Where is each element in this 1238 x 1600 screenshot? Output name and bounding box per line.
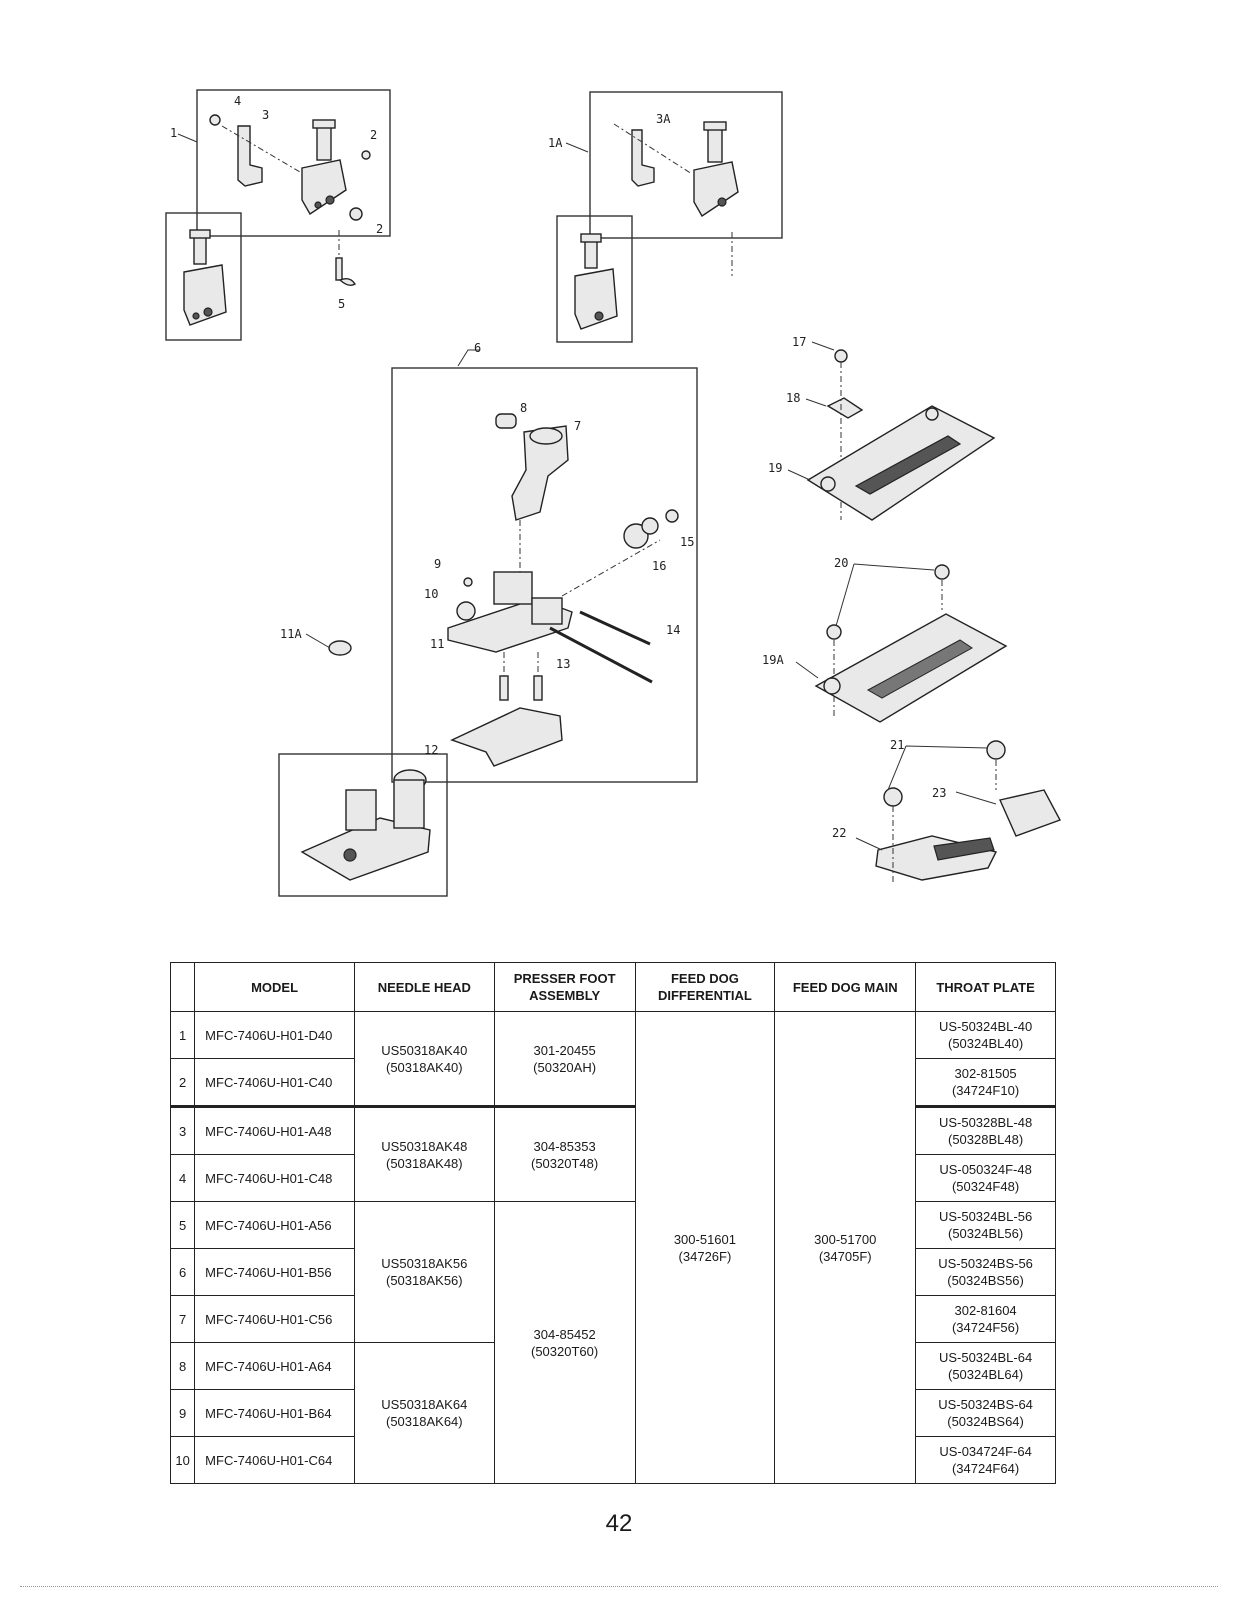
model-cell: MFC-7406U-H01-C56 (194, 1295, 355, 1343)
callout-labels: 1 2 2 3 4 5 1A 3A 6 7 8 9 10 11 11A 12 1… (170, 94, 997, 851)
presser-foot-cell: 304-85353 (50320T48) (493, 1105, 636, 1202)
throat-plate-cell: US-50328BL-48 (50328BL48) (915, 1105, 1056, 1155)
feed-dog-main-cell: 300-51700 (34705F) (774, 1011, 917, 1484)
throat-plate-cell: 302-81604 (34724F56) (915, 1295, 1056, 1343)
row-number: 8 (169, 1342, 196, 1390)
needle-head-cell: US50318AK64 (50318AK64) (353, 1342, 495, 1484)
svg-text:18: 18 (786, 391, 800, 405)
throat-plate-cell: US-50324BS-64 (50324BS64) (915, 1389, 1056, 1437)
table-row: 6 MFC-7406U-H01-B56 US-50324BS-56 (50324… (169, 1248, 1056, 1296)
svg-text:8: 8 (520, 401, 527, 415)
col-header-model: MODEL (194, 962, 355, 1012)
model-cell: MFC-7406U-H01-D40 (194, 1011, 355, 1059)
table-row: 3 MFC-7406U-H01-A48 US50318AK48 (50318AK… (169, 1105, 1056, 1202)
model-cell: MFC-7406U-H01-C40 (194, 1058, 355, 1107)
row-number: 2 (169, 1058, 196, 1107)
svg-text:1: 1 (170, 126, 177, 140)
svg-text:20: 20 (834, 556, 848, 570)
svg-text:16: 16 (652, 559, 666, 573)
throat-plate-cell: US-034724F-64 (34724F64) (915, 1436, 1056, 1484)
model-cell: MFC-7406U-H01-A56 (194, 1201, 355, 1249)
exploded-parts-diagram: 1 2 2 3 4 5 1A 3A 6 7 8 9 10 11 11A 12 1… (165, 89, 1061, 897)
feed-dogs (875, 740, 1061, 884)
svg-text:15: 15 (680, 535, 694, 549)
col-header-feed-dog-differential: FEED DOG DIFFERENTIAL (634, 962, 776, 1012)
needle-head-assembly-1 (165, 89, 391, 341)
svg-text:21: 21 (890, 738, 904, 752)
model-cell: MFC-7406U-H01-B64 (194, 1389, 355, 1437)
row-number: 7 (169, 1295, 196, 1343)
svg-text:5: 5 (338, 297, 345, 311)
throat-plate-cell: US-50324BL-40 (50324BL40) (915, 1011, 1056, 1059)
table-row: 10 MFC-7406U-H01-C64 US-034724F-64 (3472… (169, 1436, 1056, 1484)
model-cell: MFC-7406U-H01-C64 (194, 1436, 355, 1484)
svg-text:10: 10 (424, 587, 438, 601)
throat-plate-cell: US-50324BL-56 (50324BL56) (915, 1201, 1056, 1249)
model-cell: MFC-7406U-H01-A64 (194, 1342, 355, 1390)
row-number: 1 (169, 1011, 196, 1059)
table-row: 7 MFC-7406U-H01-C56 302-81604 (34724F56) (169, 1295, 1056, 1343)
svg-text:17: 17 (792, 335, 806, 349)
svg-text:2: 2 (370, 128, 377, 142)
col-header-feed-dog-main: FEED DOG MAIN (774, 962, 917, 1012)
svg-text:23: 23 (932, 786, 946, 800)
svg-text:4: 4 (234, 94, 241, 108)
svg-text:3: 3 (262, 108, 269, 122)
col-header-throat-plate: THROAT PLATE (915, 962, 1056, 1012)
row-number: 6 (169, 1248, 196, 1296)
svg-text:19: 19 (768, 461, 782, 475)
presser-foot-assembly (278, 367, 698, 897)
svg-text:2: 2 (376, 222, 383, 236)
needle-head-cell: US50318AK40 (50318AK40) (353, 1011, 495, 1107)
page-number: 42 (605, 1510, 633, 1537)
feed-dog-differential-cell: 300-51601 (34726F) (634, 1011, 776, 1484)
needle-head-cell: US50318AK48 (50318AK48) (353, 1105, 495, 1202)
table-row: 4 MFC-7406U-H01-C48 US-050324F-48 (50324… (169, 1154, 1056, 1202)
throat-plates (806, 349, 1008, 723)
svg-text:12: 12 (424, 743, 438, 757)
table-header-row: MODEL NEEDLE HEAD PRESSER FOOT ASSEMBLY … (169, 962, 1056, 1012)
row-number: 9 (169, 1389, 196, 1437)
svg-text:22: 22 (832, 826, 846, 840)
svg-text:3A: 3A (656, 112, 671, 126)
svg-text:1A: 1A (548, 136, 563, 150)
throat-plate-cell: US-050324F-48 (50324F48) (915, 1154, 1056, 1202)
svg-text:9: 9 (434, 557, 441, 571)
model-cell: MFC-7406U-H01-B56 (194, 1248, 355, 1296)
presser-foot-cell: 304-85452 (50320T60) (493, 1201, 636, 1484)
throat-plate-cell: 302-81505 (34724F10) (915, 1058, 1056, 1107)
table-row: 5 MFC-7406U-H01-A56 US50318AK56 (50318AK… (169, 1201, 1056, 1484)
model-cell: MFC-7406U-H01-C48 (194, 1154, 355, 1202)
needle-head-assembly-1a (556, 91, 783, 343)
svg-text:19A: 19A (762, 653, 784, 667)
throat-plate-cell: US-50324BS-56 (50324BS56) (915, 1248, 1056, 1296)
bottom-rule (20, 1586, 1218, 1587)
row-number: 4 (169, 1154, 196, 1202)
col-header-number (169, 962, 196, 1012)
parts-table: MODEL NEEDLE HEAD PRESSER FOOT ASSEMBLY … (169, 962, 1056, 1484)
presser-foot-cell: 301-20455 (50320AH) (493, 1011, 636, 1107)
needle-head-cell: US50318AK56 (50318AK56) (353, 1201, 495, 1343)
svg-text:11: 11 (430, 637, 444, 651)
model-cell: MFC-7406U-H01-A48 (194, 1105, 355, 1155)
throat-plate-cell: US-50324BL-64 (50324BL64) (915, 1342, 1056, 1390)
row-number: 3 (169, 1105, 196, 1155)
svg-text:6: 6 (474, 341, 481, 355)
svg-text:14: 14 (666, 623, 680, 637)
col-header-needle-head: NEEDLE HEAD (353, 962, 495, 1012)
row-number: 10 (169, 1436, 196, 1484)
svg-text:7: 7 (574, 419, 581, 433)
row-number: 5 (169, 1201, 196, 1249)
col-header-presser-foot: PRESSER FOOT ASSEMBLY (493, 962, 636, 1012)
table-row: 1 MFC-7406U-H01-D40 US50318AK40 (50318AK… (169, 1011, 1056, 1484)
table-row: 8 MFC-7406U-H01-A64 US50318AK64 (50318AK… (169, 1342, 1056, 1484)
svg-text:11A: 11A (280, 627, 302, 641)
table-row: 9 MFC-7406U-H01-B64 US-50324BS-64 (50324… (169, 1389, 1056, 1437)
table-row: 2 MFC-7406U-H01-C40 302-81505 (34724F10) (169, 1058, 1056, 1107)
svg-text:13: 13 (556, 657, 570, 671)
